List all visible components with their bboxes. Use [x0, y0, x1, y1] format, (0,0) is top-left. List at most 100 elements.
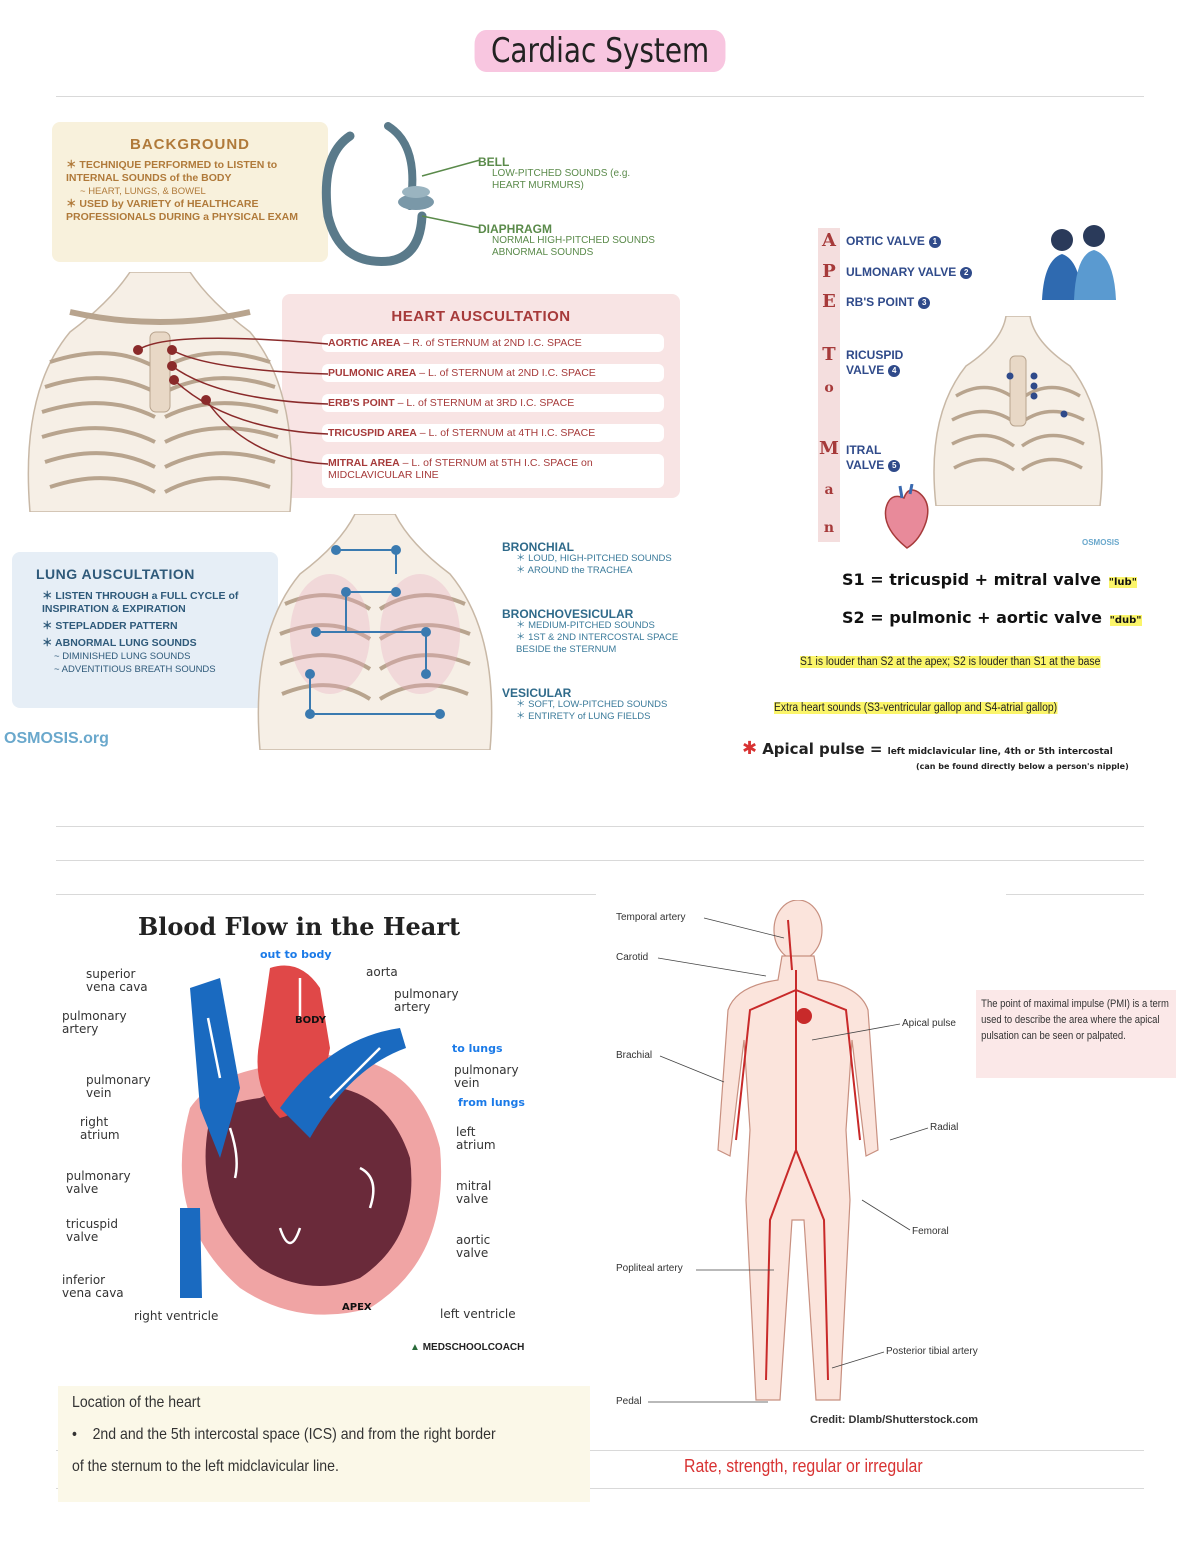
mnemonic-letter: P	[822, 261, 836, 282]
mnemonic-letter: M	[819, 438, 839, 459]
body-pulse-illustration	[717, 900, 879, 1401]
divider	[1006, 894, 1144, 895]
star-icon: ✱	[742, 738, 758, 759]
background-box: BACKGROUND ＊ TECHNIQUE PERFORMED to LIST…	[52, 122, 328, 262]
label-la: left atrium	[456, 1125, 496, 1152]
label-rv: right ventricle	[134, 1309, 219, 1323]
vesicular-info: VESICULAR ＊ SOFT, LOW-PITCHED SOUNDS ＊ E…	[502, 686, 668, 722]
heart-note-body: BODY	[295, 1015, 327, 1026]
pulse-leader-lines	[648, 917, 929, 1403]
mnemonic-letter: E	[822, 291, 836, 312]
note-to-lungs: to lungs	[452, 1042, 503, 1055]
list-item: ~ DIMINISHED LUNG SOUNDS	[54, 651, 191, 662]
diaphragm-detail: NORMAL HIGH-PITCHED SOUNDS	[492, 235, 655, 246]
mnemonic-letter: o	[824, 380, 834, 396]
pulse-brachial: Brachial	[616, 1050, 653, 1061]
pmi-note-box: The point of maximal impulse (PMI) is a …	[976, 990, 1176, 1078]
location-bullet: • 2nd and the 5th intercostal space (ICS…	[72, 1426, 496, 1443]
diaphragm-detail: ABNORMAL SOUNDS	[492, 247, 594, 258]
label-av: aortic valve	[456, 1233, 491, 1260]
mnemonic-letter: n	[823, 520, 835, 536]
location-box: Location of the heart • 2nd and the 5th …	[58, 1386, 590, 1502]
s2-statement: S2 = pulmonic + aortic valve "dub"	[842, 608, 1142, 627]
s2-tag: "dub"	[1109, 615, 1142, 626]
label-aorta: aorta	[366, 965, 398, 979]
medschoolcoach-logo: ▲ MEDSCHOOLCOACH	[410, 1342, 525, 1353]
apical-pulse-detail: (can be found directly below a person's …	[916, 762, 1129, 771]
label-ra: right atrium	[80, 1115, 120, 1142]
list-item: ＊ STEPLADDER PATTERN	[42, 620, 178, 632]
bell-info: BELL LOW-PITCHED SOUNDS (e.g. HEART MURM…	[478, 156, 642, 192]
rate-note: Rate, strength, regular or irregular	[684, 1456, 923, 1476]
label-pv-left: pulmonary vein	[86, 1073, 151, 1100]
apetoman-bar: A P E T o M a n	[818, 228, 840, 542]
pulse-carotid: Carotid	[616, 952, 649, 963]
divider	[56, 96, 1144, 97]
pulse-temporal: Temporal artery	[616, 912, 686, 923]
lung-skeleton-illustration	[257, 514, 493, 750]
mnemonic-letter: a	[824, 482, 834, 498]
pmi-note: The point of maximal impulse (PMI) is a …	[981, 998, 1169, 1042]
pulse-pedal: Pedal	[616, 1396, 642, 1407]
blood-flow-title: Blood Flow in the Heart	[138, 912, 461, 941]
heart-diagram: BODY APEX	[180, 965, 442, 1315]
page-title: Cardiac System	[474, 30, 726, 72]
heart-illustration	[884, 484, 929, 549]
graduation-cap-icon: ▲	[410, 1342, 420, 1353]
label-pv-right: pulmonary vein	[454, 1063, 519, 1090]
clinicians-illustration	[1042, 225, 1116, 300]
label-pv-valve: pulmonary valve	[66, 1169, 131, 1196]
list-item: ＊ LISTEN THROUGH a FULL CYCLE of INSPIRA…	[42, 590, 239, 615]
pulse-femoral: Femoral	[912, 1226, 949, 1237]
list-item: ~ ADVENTITIOUS BREATH SOUNDS	[54, 664, 216, 675]
auscultation-row: MITRAL AREA – L. of STERNUM at 5TH I.C. …	[322, 454, 664, 488]
mnemonic-letter: A	[822, 230, 836, 251]
bronchial-info: BRONCHIAL ＊ LOUD, HIGH-PITCHED SOUNDS ＊ …	[502, 540, 672, 576]
lung-auscultation-heading: LUNG AUSCULTATION	[36, 566, 195, 582]
lung-auscultation-box: LUNG AUSCULTATION ＊ LISTEN THROUGH a FUL…	[12, 552, 278, 708]
sound-name: VESICULAR	[502, 686, 572, 700]
auscultation-leader-lines	[137, 337, 328, 465]
location-heading: Location of the heart	[72, 1394, 201, 1411]
page-title-wrap: Cardiac System	[0, 30, 1200, 72]
label-svc: superior vena cava	[86, 967, 148, 994]
background-heading: BACKGROUND	[130, 136, 250, 153]
heart-note-apex: APEX	[342, 1302, 372, 1313]
auscultation-row: AORTIC AREA – R. of STERNUM at 2ND I.C. …	[322, 334, 664, 352]
pulse-apical: Apical pulse	[902, 1018, 956, 1029]
s1-tag: "lub"	[1108, 577, 1137, 588]
extra-sounds-note: Extra heart sounds (S3-ventricular gallo…	[774, 702, 1058, 714]
list-item: ＊ TECHNIQUE PERFORMED to LISTEN to INTER…	[66, 159, 278, 184]
stethoscope-illustration	[321, 122, 481, 266]
list-item: ＊ ABNORMAL LUNG SOUNDS	[42, 637, 197, 649]
heart-auscultation-heading: HEART AUSCULTATION	[391, 308, 571, 325]
osmosis-logo: OSMOSIS	[1082, 538, 1120, 547]
lung-list: ＊ LISTEN THROUGH a FULL CYCLE of INSPIRA…	[42, 590, 278, 676]
diaphragm-info: DIAPHRAGM NORMAL HIGH-PITCHED SOUNDS ABN…	[478, 223, 655, 259]
label-pa-right: pulmonary artery	[394, 987, 459, 1014]
bell-detail: LOW-PITCHED SOUNDS (e.g. HEART MURMURS)	[492, 168, 631, 191]
list-item: ~ HEART, LUNGS, & BOWEL	[80, 186, 206, 197]
list-item: ＊ USED by VARIETY of HEALTHCARE PROFESSI…	[66, 198, 299, 223]
divider	[56, 860, 1144, 861]
auscultation-row: PULMONIC AREA – L. of STERNUM at 2ND I.C…	[322, 364, 664, 382]
apetoman-skeleton-illustration	[933, 316, 1103, 506]
diaphragm-label: DIAPHRAGM	[478, 222, 552, 236]
label-mv: mitral valve	[456, 1179, 492, 1206]
image-credit: Credit: Dlamb/Shutterstock.com	[810, 1414, 979, 1426]
auscultation-row: ERB'S POINT – L. of STERNUM at 3RD I.C. …	[322, 394, 664, 412]
pulse-popliteal: Popliteal artery	[616, 1263, 683, 1274]
sound-name: BRONCHOVESICULAR	[502, 607, 634, 621]
auscultation-row: TRICUSPID AREA – L. of STERNUM at 4TH I.…	[322, 424, 664, 442]
pulse-radial: Radial	[930, 1122, 959, 1133]
divider	[56, 894, 596, 895]
chest-skeleton-illustration	[27, 272, 293, 512]
location-continuation: of the sternum to the left midclavicular…	[72, 1458, 339, 1475]
bell-label: BELL	[478, 155, 510, 169]
label-lv: left ventricle	[440, 1307, 516, 1321]
note-out-to-body: out to body	[260, 948, 332, 961]
